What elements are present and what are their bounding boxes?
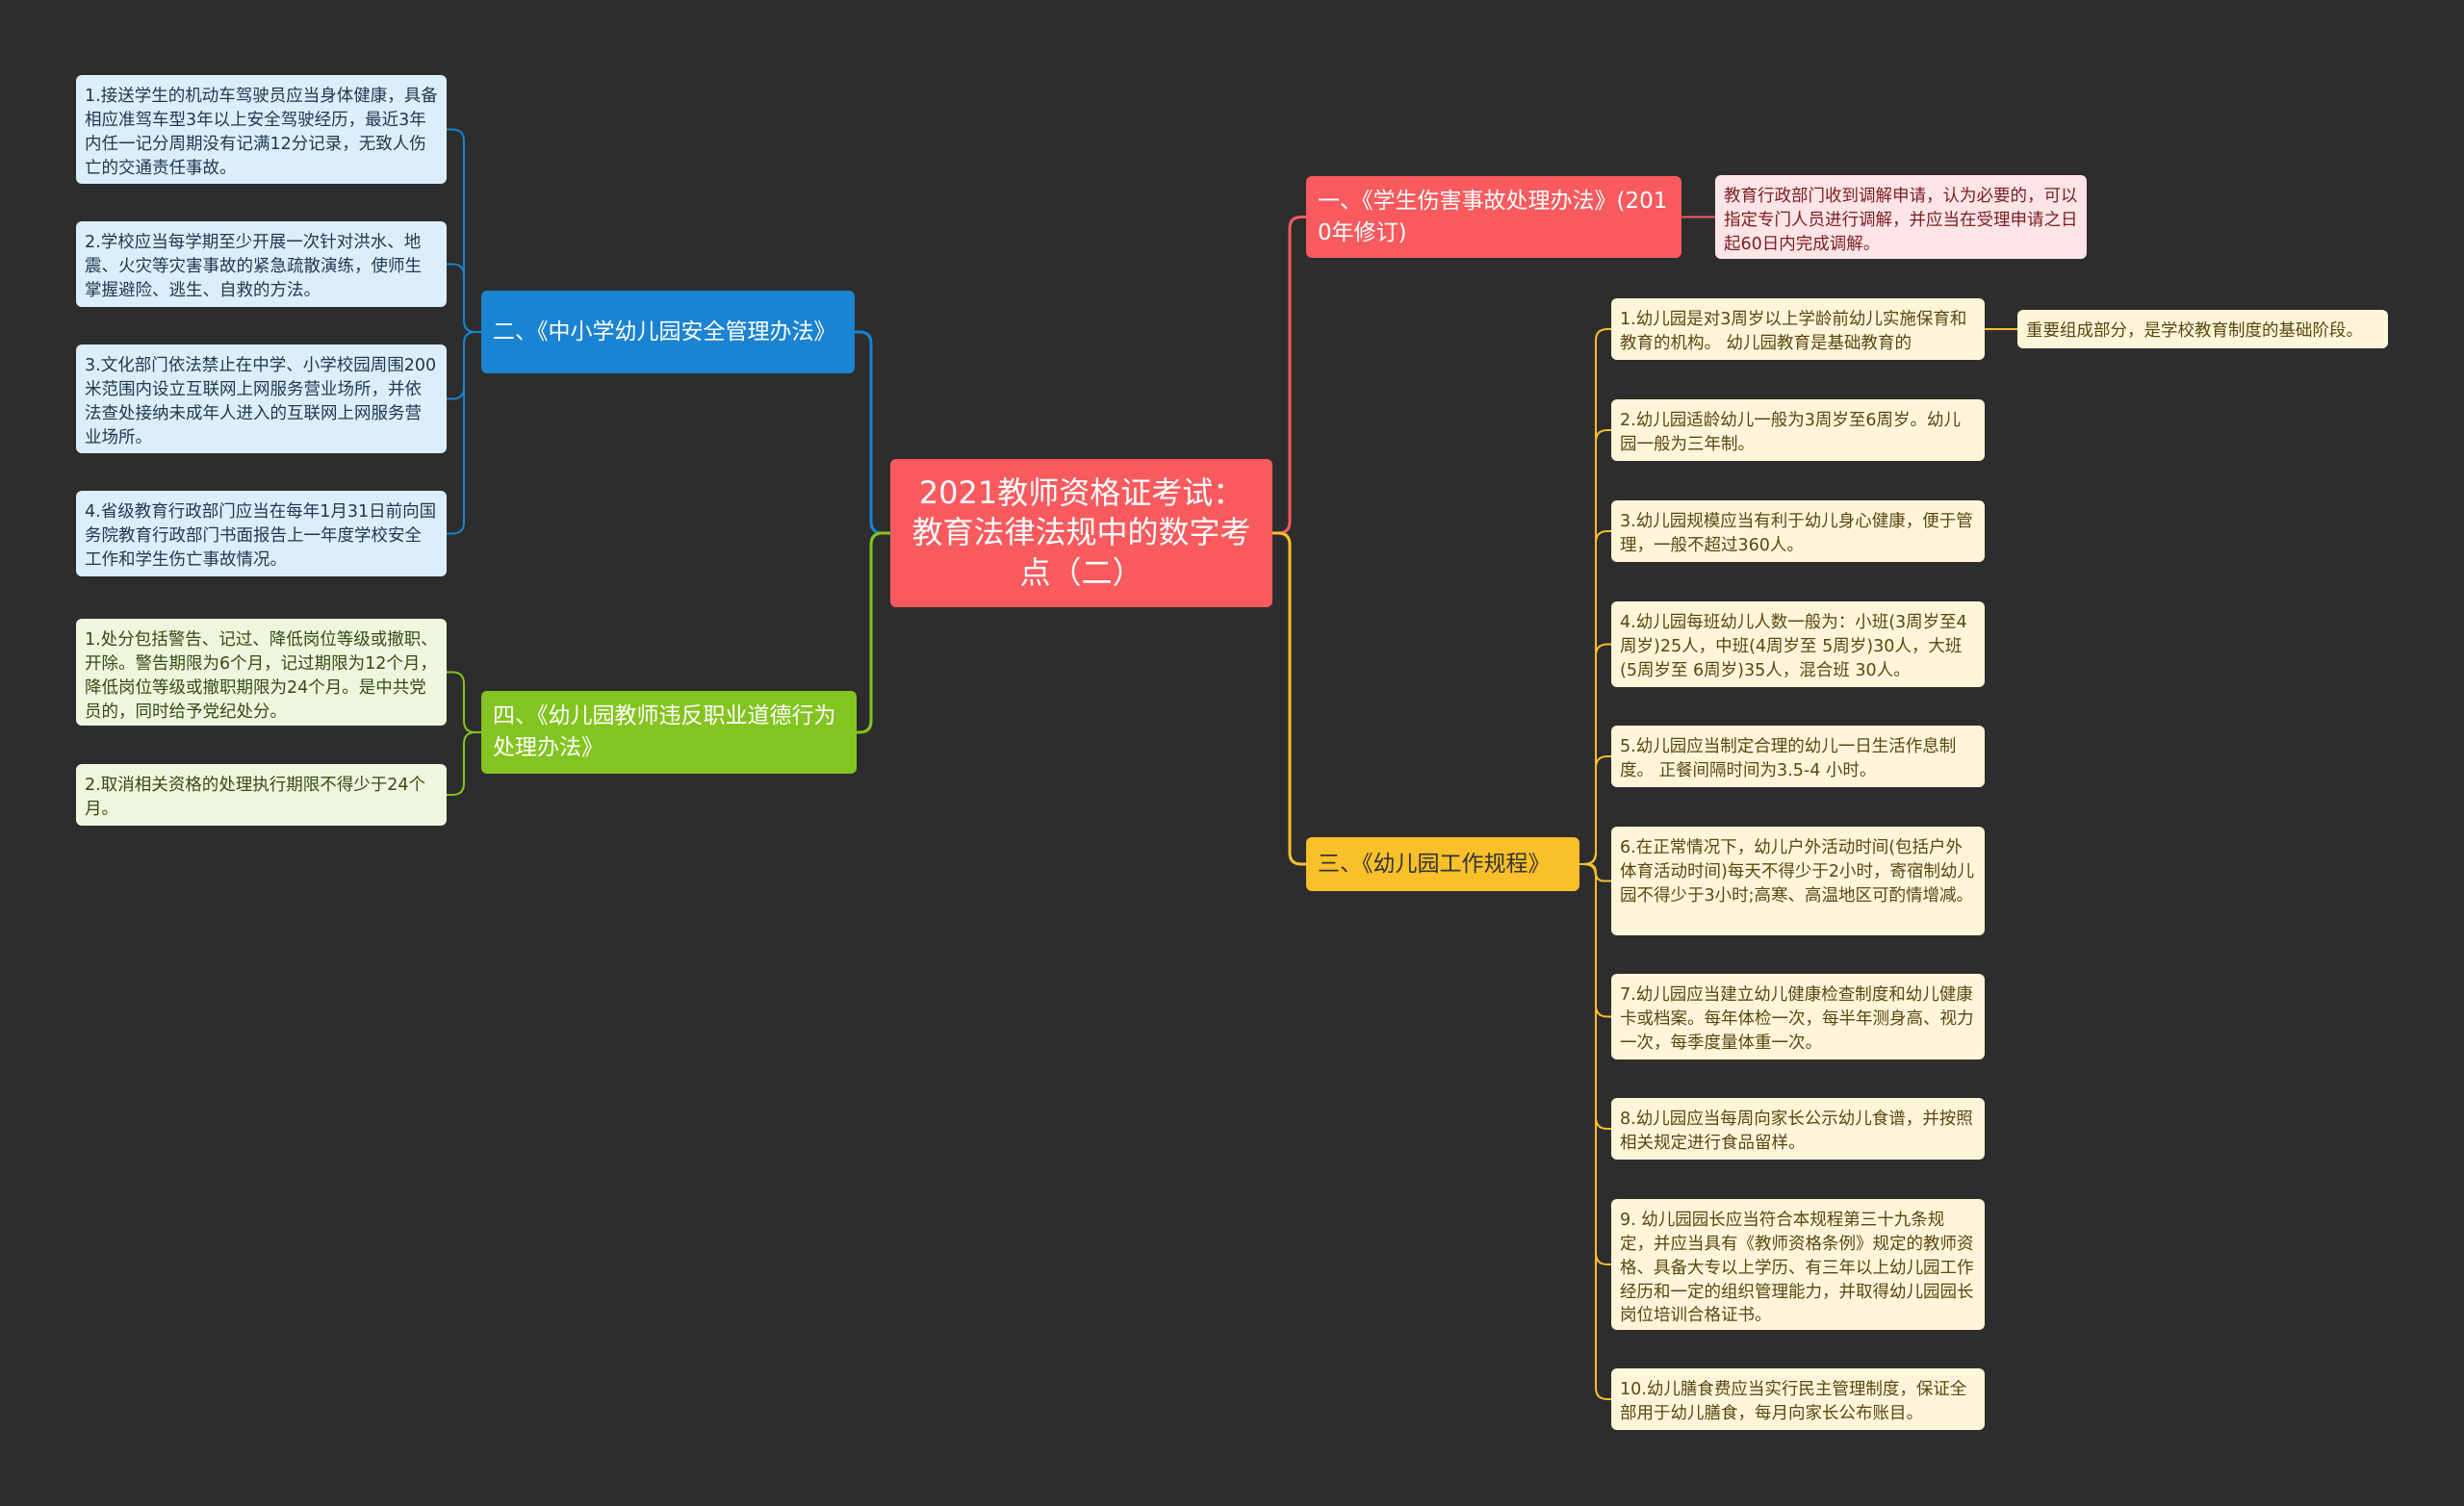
blue-leaf-3[interactable]: 3.文化部门依法禁止在中学、小学校园周围200米范围内设立互联网上网服务营业场所…	[76, 345, 447, 453]
yellow-leaf-5[interactable]: 5.幼儿园应当制定合理的幼儿一日生活作息制度。 正餐间隔时间为3.5-4 小时。	[1611, 726, 1985, 787]
link-root-red	[1272, 216, 1306, 535]
root-topic[interactable]: 2021教师资格证考试：教育法律法规中的数字考点（二）	[890, 459, 1272, 607]
yellow-leaf-8[interactable]: 8.幼儿园应当每周向家长公示幼儿食谱，并按照相关规定进行食品留样。	[1611, 1098, 1985, 1160]
yellow-leaf-6-text: 6.在正常情况下，幼儿户外活动时间(包括户外体育活动时间)每天不得少于2小时，寄…	[1620, 838, 1974, 906]
yellow-leaf-1-text: 1.幼儿园是对3周岁以上学龄前幼儿实施保育和教育的机构。 幼儿园教育是基础教育的	[1620, 310, 1967, 353]
yellow-leaf-2-text: 2.幼儿园适龄幼儿一般为3周岁至6周岁。幼儿园一般为三年制。	[1620, 411, 1961, 454]
link-root-yellow	[1272, 531, 1306, 866]
yellow-leaf-2[interactable]: 2.幼儿园适龄幼儿一般为3周岁至6周岁。幼儿园一般为三年制。	[1611, 399, 1985, 461]
blue-leaf-4[interactable]: 4.省级教育行政部门应当在每年1月31日前向国务院教育行政部门书面报告上一年度学…	[76, 491, 447, 576]
branch-teacher-ethics-title: 四、《幼儿园教师违反职业道德行为处理办法》	[493, 703, 836, 760]
green-leaf-1[interactable]: 1.处分包括警告、记过、降低岗位等级或撤职、开除。警告期限为6个月，记过期限为1…	[76, 619, 447, 726]
blue-leaf-4-text: 4.省级教育行政部门应当在每年1月31日前向国务院教育行政部门书面报告上一年度学…	[85, 502, 437, 570]
root-topic-text: 2021教师资格证考试：教育法律法规中的数字考点（二）	[911, 473, 1251, 591]
branch-kindergarten-rules[interactable]: 三、《幼儿园工作规程》	[1306, 837, 1579, 891]
yellow-leaf-1-sub-text: 重要组成部分，是学校教育制度的基础阶段。	[2026, 321, 2363, 341]
blue-leaf-2-text: 2.学校应当每学期至少开展一次针对洪水、地震、火灾等灾害事故的紧急疏散演练，使师…	[85, 233, 422, 300]
branch-student-injury[interactable]: 一、《学生伤害事故处理办法》(2010年修订)	[1306, 176, 1681, 258]
yellow-leaf-10[interactable]: 10.幼儿膳食费应当实行民主管理制度，保证全部用于幼儿膳食，每月向家长公布账目。	[1611, 1368, 1985, 1430]
blue-leaf-3-text: 3.文化部门依法禁止在中学、小学校园周围200米范围内设立互联网上网服务营业场所…	[85, 356, 437, 447]
link-yellow-leaf-5	[1579, 755, 1611, 865]
branch-school-safety[interactable]: 二、《中小学幼儿园安全管理办法》	[481, 291, 855, 373]
yellow-leaf-4-text: 4.幼儿园每班幼儿人数一般为：小班(3周岁至4周岁)25人，中班(4周岁至 5周…	[1620, 613, 1967, 680]
yellow-leaf-3[interactable]: 3.幼儿园规模应当有利于幼儿身心健康，便于管理，一般不超过360人。	[1611, 500, 1985, 562]
yellow-leaf-3-text: 3.幼儿园规模应当有利于幼儿身心健康，便于管理，一般不超过360人。	[1620, 512, 1973, 555]
link-root-blue	[855, 330, 890, 535]
yellow-leaf-9[interactable]: 9. 幼儿园园长应当符合本规程第三十九条规定，并应当具有《教师资格条例》规定的教…	[1611, 1199, 1985, 1330]
link-green-leaf-2	[447, 731, 481, 796]
yellow-leaf-4[interactable]: 4.幼儿园每班幼儿人数一般为：小班(3周岁至4周岁)25人，中班(4周岁至 5周…	[1611, 601, 1985, 687]
yellow-leaf-8-text: 8.幼儿园应当每周向家长公示幼儿食谱，并按照相关规定进行食品留样。	[1620, 1110, 1973, 1153]
yellow-leaf-9-text: 9. 幼儿园园长应当符合本规程第三十九条规定，并应当具有《教师资格条例》规定的教…	[1620, 1211, 1974, 1326]
link-blue-leaf-4	[447, 331, 481, 535]
yellow-leaf-7-text: 7.幼儿园应当建立幼儿健康检查制度和幼儿健康卡或档案。每年体检一次，每半年测身高…	[1620, 985, 1974, 1053]
red-leaf-1[interactable]: 教育行政部门收到调解申请，认为必要的，可以指定专门人员进行调解，并应当在受理申请…	[1715, 175, 2087, 259]
yellow-leaf-1[interactable]: 1.幼儿园是对3周岁以上学龄前幼儿实施保育和教育的机构。 幼儿园教育是基础教育的	[1611, 298, 1985, 360]
yellow-leaf-7[interactable]: 7.幼儿园应当建立幼儿健康检查制度和幼儿健康卡或档案。每年体检一次，每半年测身高…	[1611, 974, 1985, 1059]
yellow-leaf-5-text: 5.幼儿园应当制定合理的幼儿一日生活作息制度。 正餐间隔时间为3.5-4 小时。	[1620, 737, 1957, 780]
green-leaf-1-text: 1.处分包括警告、记过、降低岗位等级或撤职、开除。警告期限为6个月，记过期限为1…	[85, 630, 438, 722]
link-green-leaf-1	[447, 671, 481, 733]
yellow-leaf-6[interactable]: 6.在正常情况下，幼儿户外活动时间(包括户外体育活动时间)每天不得少于2小时，寄…	[1611, 827, 1985, 935]
link-root-green	[857, 531, 890, 734]
blue-leaf-1[interactable]: 1.接送学生的机动车驾驶员应当身体健康，具备相应准驾车型3年以上安全驾驶经历，最…	[76, 75, 447, 184]
red-leaf-1-text: 教育行政部门收到调解申请，认为必要的，可以指定专门人员进行调解，并应当在受理申请…	[1724, 187, 2078, 254]
branch-school-safety-title: 二、《中小学幼儿园安全管理办法》	[493, 319, 836, 345]
blue-leaf-2[interactable]: 2.学校应当每学期至少开展一次针对洪水、地震、火灾等灾害事故的紧急疏散演练，使师…	[76, 221, 447, 307]
branch-teacher-ethics[interactable]: 四、《幼儿园教师违反职业道德行为处理办法》	[481, 691, 857, 774]
yellow-leaf-1-sub[interactable]: 重要组成部分，是学校教育制度的基础阶段。	[2017, 310, 2388, 348]
blue-leaf-1-text: 1.接送学生的机动车驾驶员应当身体健康，具备相应准驾车型3年以上安全驾驶经历，最…	[85, 87, 438, 178]
branch-student-injury-title: 一、《学生伤害事故处理办法》(2010年修订)	[1318, 188, 1668, 245]
yellow-leaf-10-text: 10.幼儿膳食费应当实行民主管理制度，保证全部用于幼儿膳食，每月向家长公布账目。	[1620, 1380, 1967, 1423]
link-blue-leaf-2	[447, 263, 481, 333]
green-leaf-2[interactable]: 2.取消相关资格的处理执行期限不得少于24个月。	[76, 764, 447, 826]
branch-kindergarten-rules-title: 三、《幼儿园工作规程》	[1318, 851, 1551, 877]
green-leaf-2-text: 2.取消相关资格的处理执行期限不得少于24个月。	[85, 776, 425, 819]
link-yellow-leaf-10	[1579, 863, 1611, 1400]
